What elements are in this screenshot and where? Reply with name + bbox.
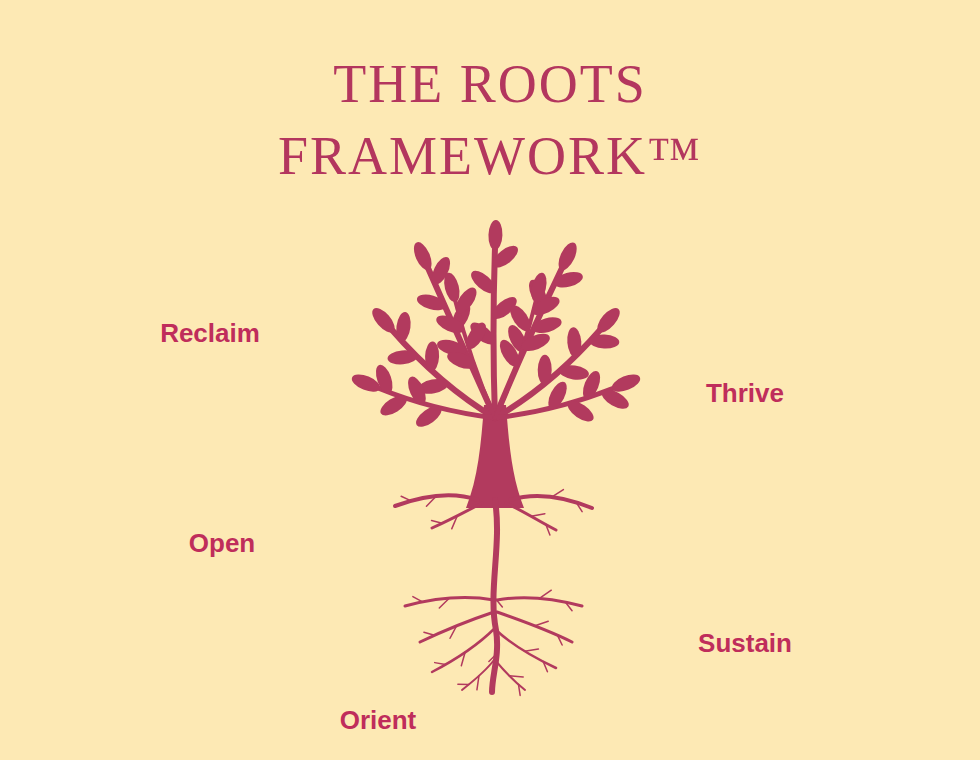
- root-twig: [543, 662, 547, 672]
- stage-label: Orient: [340, 705, 417, 735]
- leaf: [377, 392, 410, 420]
- leaf: [545, 379, 571, 412]
- tree-root: [506, 503, 556, 530]
- label-box: Reclaim: [160, 318, 260, 349]
- tree-root: [496, 630, 556, 668]
- label-box: Thrive: [706, 378, 784, 409]
- root-twig: [509, 676, 523, 677]
- root-twig: [540, 590, 551, 598]
- root-twig: [525, 649, 539, 651]
- leaf: [579, 369, 603, 402]
- leaf: [564, 397, 597, 425]
- leaf: [434, 312, 467, 337]
- root-twig: [458, 684, 469, 686]
- root-twig: [439, 598, 449, 608]
- leaf: [488, 220, 503, 250]
- tree-root: [497, 612, 572, 642]
- leaf: [593, 304, 623, 336]
- root-twig: [450, 626, 457, 638]
- title-box: THE ROOTS FRAMEWORK™: [215, 48, 765, 192]
- leaf: [552, 269, 585, 290]
- leaf: [566, 327, 582, 358]
- root-twig: [452, 516, 457, 529]
- tree-root: [395, 495, 478, 506]
- tree-root: [462, 660, 494, 690]
- label-box: Open: [189, 528, 255, 559]
- root-twig: [426, 496, 436, 506]
- leaf: [462, 319, 490, 352]
- root-twig: [546, 525, 550, 535]
- root-twig: [552, 490, 564, 498]
- stage-label: Sustain: [698, 628, 792, 658]
- leaf: [415, 292, 448, 314]
- leaf: [410, 240, 435, 273]
- root-twig: [413, 597, 423, 602]
- root-twig: [424, 632, 435, 635]
- leaf: [555, 240, 581, 273]
- leaf: [529, 271, 549, 303]
- stage-label: Open: [189, 528, 255, 558]
- leaf: [537, 355, 552, 385]
- root-twig: [519, 685, 521, 696]
- label-box: Sustain: [698, 628, 792, 659]
- leaf: [610, 371, 643, 395]
- tree-root: [510, 496, 592, 508]
- leaf: [589, 334, 620, 349]
- leaf: [387, 349, 418, 366]
- leaf: [531, 314, 564, 336]
- leaf: [404, 374, 429, 407]
- leaf: [349, 371, 382, 395]
- leaf: [413, 402, 445, 431]
- root-twig: [461, 652, 465, 665]
- root-twig: [565, 602, 572, 611]
- tree-root: [432, 628, 495, 672]
- leaf: [519, 330, 552, 354]
- leaf: [496, 337, 523, 370]
- tree: [349, 220, 642, 696]
- root-twig: [531, 514, 545, 517]
- tree-branch: [495, 330, 600, 418]
- leaf: [368, 304, 398, 336]
- stage-label: Reclaim: [160, 318, 260, 348]
- root-twig: [557, 635, 562, 645]
- tree-root: [432, 503, 482, 528]
- root-twig: [477, 676, 479, 690]
- tree-branch: [494, 248, 496, 418]
- root-twig: [493, 596, 502, 607]
- leaf: [445, 349, 478, 373]
- stage-label: Thrive: [706, 378, 784, 408]
- leaf: [395, 311, 413, 343]
- leaf: [558, 363, 590, 381]
- tree-branch: [495, 300, 536, 418]
- root-twig: [535, 621, 548, 625]
- leaf: [441, 271, 462, 303]
- root-twig: [435, 663, 446, 665]
- label-box: Orient: [340, 705, 417, 736]
- root-twig: [576, 502, 582, 511]
- tree-root: [495, 660, 525, 690]
- title: THE ROOTS FRAMEWORK™: [215, 48, 765, 192]
- root-twig: [401, 496, 411, 501]
- root-twig: [432, 521, 443, 524]
- leaf: [506, 302, 534, 335]
